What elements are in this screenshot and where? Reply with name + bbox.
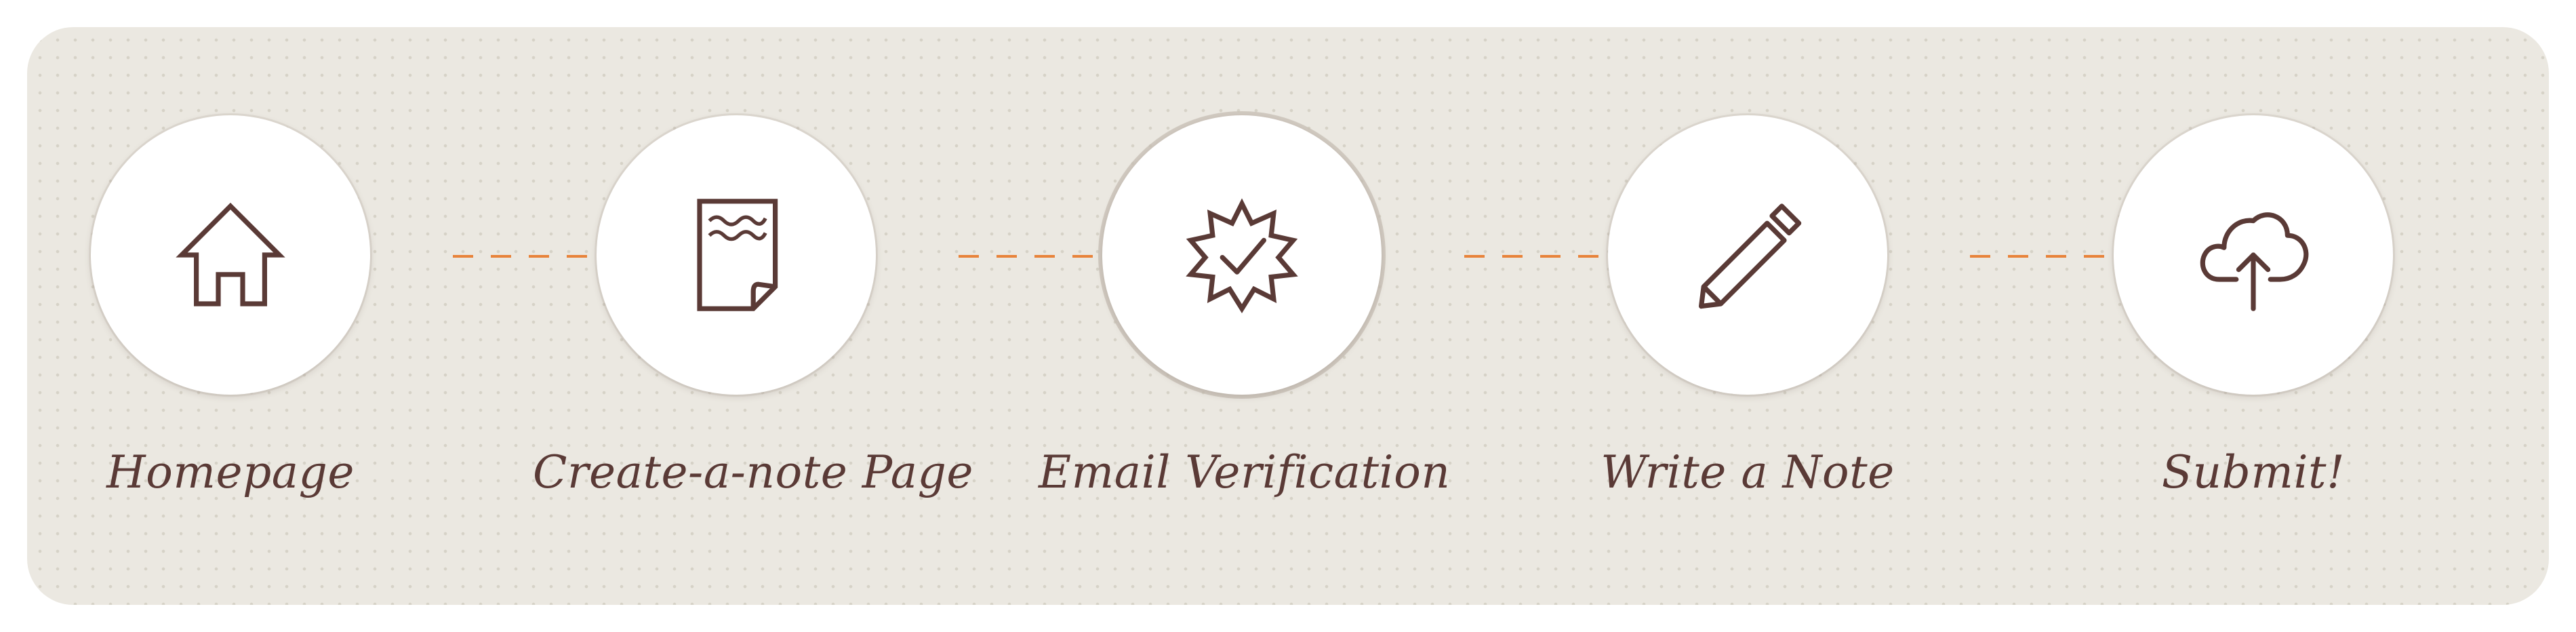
house-icon — [169, 194, 291, 316]
step-write-note: Write a Note — [1544, 27, 1951, 605]
verified-badge-icon — [1181, 194, 1303, 316]
flow-panel: Homepage Create-a-note Page — [27, 27, 2549, 605]
cloud-upload-icon — [2192, 194, 2314, 316]
step-submit: Submit! — [2050, 27, 2457, 605]
document-icon — [675, 194, 797, 316]
step-circle — [2114, 115, 2393, 395]
step-label: Submit! — [2161, 446, 2346, 498]
step-create-note: Create-a-note Page — [533, 27, 973, 605]
step-circle — [597, 115, 876, 395]
step-circle — [1102, 115, 1382, 395]
step-label: Homepage — [106, 446, 355, 498]
pencil-icon — [1687, 194, 1809, 316]
step-label: Write a Note — [1601, 446, 1895, 498]
step-circle — [91, 115, 370, 395]
step-circle — [1608, 115, 1887, 395]
step-label: Email Verification — [1039, 446, 1451, 498]
step-homepage: Homepage — [27, 27, 434, 605]
step-label: Create-a-note Page — [533, 446, 973, 498]
step-email-verification: Email Verification — [1039, 27, 1451, 605]
